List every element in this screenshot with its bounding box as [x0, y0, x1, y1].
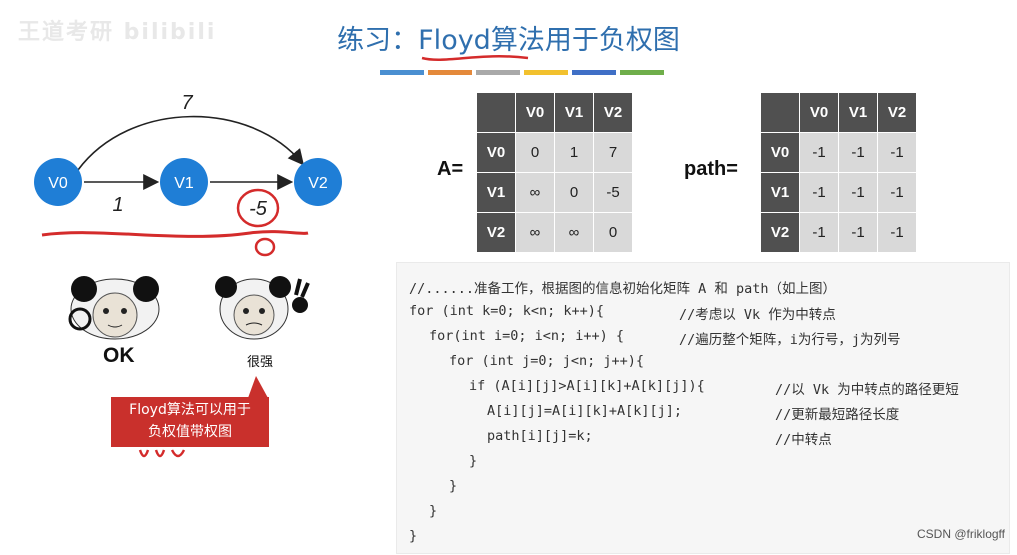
node-v1: [160, 158, 208, 206]
matrix-path-cell: -1: [799, 212, 839, 253]
meme-strong-caption: 很强: [247, 355, 274, 370]
meme-strong-image: [212, 275, 310, 351]
matrix-path-cell: -1: [838, 172, 878, 213]
code-comment-i: //遍历整个矩阵，i为行号，j为列号: [679, 332, 901, 348]
matrix-a-cell: ∞: [515, 172, 555, 213]
graph-diagram: V0 V1 V2 7 1 -5: [34, 92, 342, 257]
code-line-if: if (A[i][j]>A[i][k]+A[k][j]){: [469, 378, 705, 394]
code-line-for-i: for(int i=0; i<n; i++) {: [429, 328, 625, 344]
code-brace: }: [469, 453, 478, 469]
matrix-a-row-header: V0: [476, 132, 516, 173]
code-brace: }: [429, 503, 438, 519]
matrix-a-cell: -5: [593, 172, 633, 213]
callout-box: Floyd算法可以用于 负权值带权图: [111, 397, 269, 447]
matrix-path-label: path=: [684, 158, 738, 180]
title-prefix: 练习：: [337, 25, 419, 56]
weight-circle-scribble: [236, 188, 280, 228]
slide-title: 练习：Floyd算法用于负权图: [0, 18, 1017, 57]
node-v2-label: V2: [308, 175, 328, 192]
code-brace: }: [409, 528, 418, 544]
matrix-a-cell: 1: [554, 132, 594, 173]
code-block: //......准备工作，根据图的信息初始化矩阵 A 和 path（如上图） f…: [396, 262, 1010, 554]
title-underline-scribble: [421, 55, 529, 61]
matrix-path-cell: -1: [877, 132, 917, 173]
matrix-a-cell: ∞: [515, 212, 555, 253]
color-bar-4: [524, 70, 568, 75]
edge-weight-v1-v2: -5: [249, 198, 268, 220]
matrix-a-row-header: V2: [476, 212, 516, 253]
callout-line-2: 负权值带权图: [148, 424, 232, 440]
red-underline-scribble: [41, 230, 309, 238]
matrix-path-cell: -1: [838, 132, 878, 173]
matrix-path-col-header: V2: [877, 92, 917, 133]
code-comment-if: //以 Vk 为中转点的路径更短: [775, 382, 959, 398]
matrix-a-col-header: V2: [593, 92, 633, 133]
matrix-a-cell: 7: [593, 132, 633, 173]
matrix-path-row-header: V0: [760, 132, 800, 173]
edge-weight-v0-v1: 1: [112, 194, 123, 216]
matrix-a-cell: 0: [554, 172, 594, 213]
code-line-for-j: for (int j=0; j<n; j++){: [449, 353, 645, 369]
node-v0: [34, 158, 82, 206]
code-comment-init: //......准备工作，根据图的信息初始化矩阵 A 和 path（如上图）: [409, 281, 837, 297]
matrix-path-cell: -1: [877, 212, 917, 253]
csdn-credit: CSDN @friklogff: [917, 527, 1005, 541]
matrix-path-cell: -1: [838, 212, 878, 253]
matrix-path-table: V0 V1 V2 V0 -1 -1 -1 V1 -1 -1 -1 V2 -1 -…: [760, 92, 917, 253]
edge-v0-v2: [77, 115, 305, 171]
matrix-path-col-header: V1: [838, 92, 878, 133]
matrix-path-cell: -1: [877, 172, 917, 213]
matrix-path-cell: -1: [799, 132, 839, 173]
node-v1-label: V1: [174, 175, 194, 192]
color-bar-2: [428, 70, 472, 75]
meme-ok-caption: OK: [103, 344, 135, 367]
matrix-path-corner: [760, 92, 800, 133]
edge-weight-v0-v2: 7: [181, 92, 193, 114]
callout-line-1: Floyd算法可以用于: [129, 402, 251, 418]
matrix-a-label: A=: [437, 158, 464, 180]
matrix-path-row-header: V1: [760, 172, 800, 213]
meme-ok-image: [66, 275, 164, 351]
matrix-a-row-header: V1: [476, 172, 516, 213]
matrix-a-cell: 0: [593, 212, 633, 253]
code-comment-update-a: //更新最短路径长度: [775, 407, 900, 423]
code-line-for-k: for (int k=0; k<n; k++){: [409, 303, 605, 319]
matrix-a-cell: 0: [515, 132, 555, 173]
code-comment-update-path: //中转点: [775, 432, 832, 448]
title-main: Floyd算法用于负权图: [418, 25, 680, 56]
matrix-a-col-header: V0: [515, 92, 555, 133]
code-brace: }: [449, 478, 458, 494]
code-line-update-a: A[i][j]=A[i][k]+A[k][j];: [487, 403, 683, 419]
matrix-path-row-header: V2: [760, 212, 800, 253]
matrix-a-cell: ∞: [554, 212, 594, 253]
matrix-path-cell: -1: [799, 172, 839, 213]
code-comment-k: //考虑以 Vk 作为中转点: [679, 307, 836, 323]
matrix-a-col-header: V1: [554, 92, 594, 133]
callout-pointer: [248, 376, 268, 398]
callout-red-scribble: [138, 449, 186, 458]
node-v0-label: V0: [48, 175, 68, 192]
color-bar-3: [476, 70, 520, 75]
matrix-path-col-header: V0: [799, 92, 839, 133]
code-line-update-path: path[i][j]=k;: [487, 428, 593, 444]
color-bar-1: [380, 70, 424, 75]
matrix-a-corner: [476, 92, 516, 133]
red-loop-scribble: [254, 237, 276, 257]
matrix-a-table: V0 V1 V2 V0 0 1 7 V1 ∞ 0 -5 V2 ∞ ∞ 0: [476, 92, 633, 253]
node-v2: [294, 158, 342, 206]
watermark: 王道考研 bilibili: [18, 20, 217, 45]
color-bar-6: [620, 70, 664, 75]
color-bar-5: [572, 70, 616, 75]
